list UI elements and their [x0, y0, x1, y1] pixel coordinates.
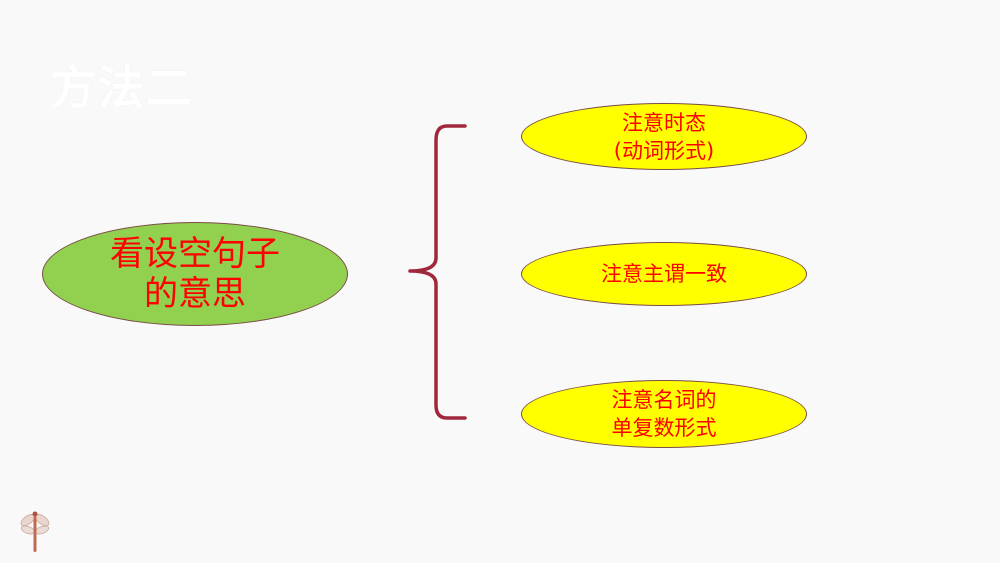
sub-node-noun-number-line-2: 单复数形式 [611, 416, 717, 440]
main-topic-line-1: 看设空句子 [110, 234, 280, 274]
sub-node-tense-line-1: 注意时态 [622, 110, 706, 135]
sub-node-agreement: 注意主谓一致 [521, 242, 807, 306]
sub-node-tense-line-2: (动词形式) [613, 138, 715, 163]
sub-node-noun-number: 注意名词的 单复数形式 [521, 380, 807, 448]
sub-node-tense: 注意时态 (动词形式) [521, 103, 807, 170]
slide-title: 方法二 [50, 61, 194, 115]
main-topic-node: 看设空句子 的意思 [42, 222, 348, 326]
main-topic-line-2: 的意思 [144, 274, 246, 314]
sub-node-noun-number-line-1: 注意名词的 [611, 388, 717, 412]
sub-node-agreement-line-1: 注意主谓一致 [601, 262, 727, 286]
dragonfly-icon [20, 511, 50, 552]
